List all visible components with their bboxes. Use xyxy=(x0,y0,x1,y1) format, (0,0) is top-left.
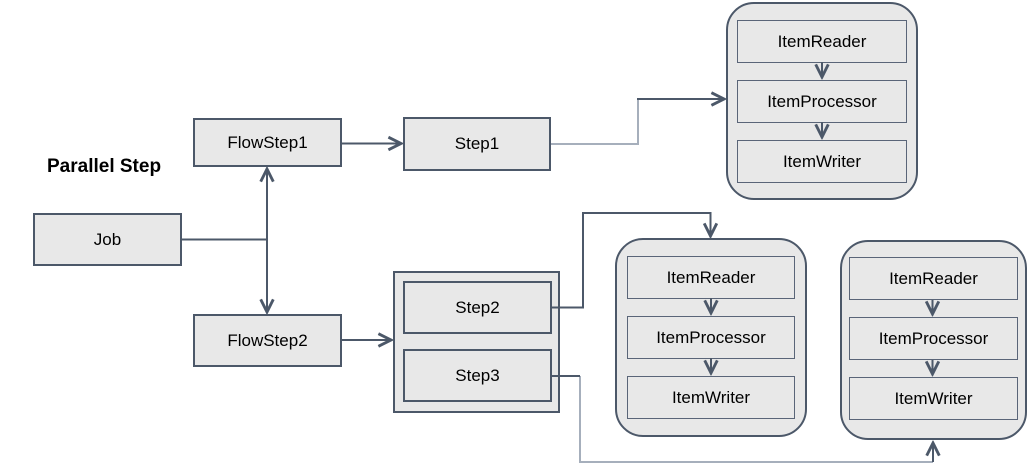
chunk2-item-reader-label: ItemReader xyxy=(666,267,756,287)
chunk2-item-reader: ItemReader xyxy=(627,256,795,299)
diagram-title: Parallel Step xyxy=(47,156,162,177)
node-step3-label: Step3 xyxy=(455,365,500,385)
chunk1-item-writer-label: ItemWriter xyxy=(782,151,862,171)
chunk3-item-reader: ItemReader xyxy=(849,257,1018,300)
chunk-container-2: ItemReader ItemProcessor ItemWriter xyxy=(615,238,807,437)
node-step2-label: Step2 xyxy=(455,297,500,317)
chunk-container-3: ItemReader ItemProcessor ItemWriter xyxy=(840,240,1027,440)
chunk2-item-processor: ItemProcessor xyxy=(627,316,795,359)
chunk3-item-processor: ItemProcessor xyxy=(849,317,1018,360)
wire-step1-to-chunk1-light xyxy=(551,99,639,145)
chunk1-item-processor-label: ItemProcessor xyxy=(767,91,877,111)
chunk3-item-writer-label: ItemWriter xyxy=(894,388,973,408)
node-step3: Step3 xyxy=(403,349,552,402)
chunk3-item-reader-label: ItemReader xyxy=(889,268,978,288)
node-flowstep2-label: FlowStep2 xyxy=(227,330,308,350)
chunk-container-1: ItemReader ItemProcessor ItemWriter xyxy=(726,2,918,200)
chunk2-item-processor-label: ItemProcessor xyxy=(656,327,766,347)
chunk3-item-processor-label: ItemProcessor xyxy=(878,328,989,348)
node-flowstep2: FlowStep2 xyxy=(193,314,342,367)
node-step1: Step1 xyxy=(403,117,551,171)
chunk2-item-writer-label: ItemWriter xyxy=(671,387,751,407)
chunk1-item-reader: ItemReader xyxy=(737,20,907,63)
chunk1-item-reader-label: ItemReader xyxy=(777,31,867,51)
node-step1-label: Step1 xyxy=(454,134,500,153)
node-step2: Step2 xyxy=(403,281,552,334)
node-flowstep1: FlowStep1 xyxy=(193,118,342,167)
chunk1-item-writer: ItemWriter xyxy=(737,140,907,183)
chunk3-item-writer: ItemWriter xyxy=(849,377,1018,420)
node-flowstep1-label: FlowStep1 xyxy=(227,132,308,152)
node-job-label: Job xyxy=(93,229,122,249)
chunk1-item-processor: ItemProcessor xyxy=(737,80,907,123)
step-group: Step2 Step3 xyxy=(393,271,560,413)
chunk2-item-writer: ItemWriter xyxy=(627,376,795,419)
node-job: Job xyxy=(33,213,182,266)
